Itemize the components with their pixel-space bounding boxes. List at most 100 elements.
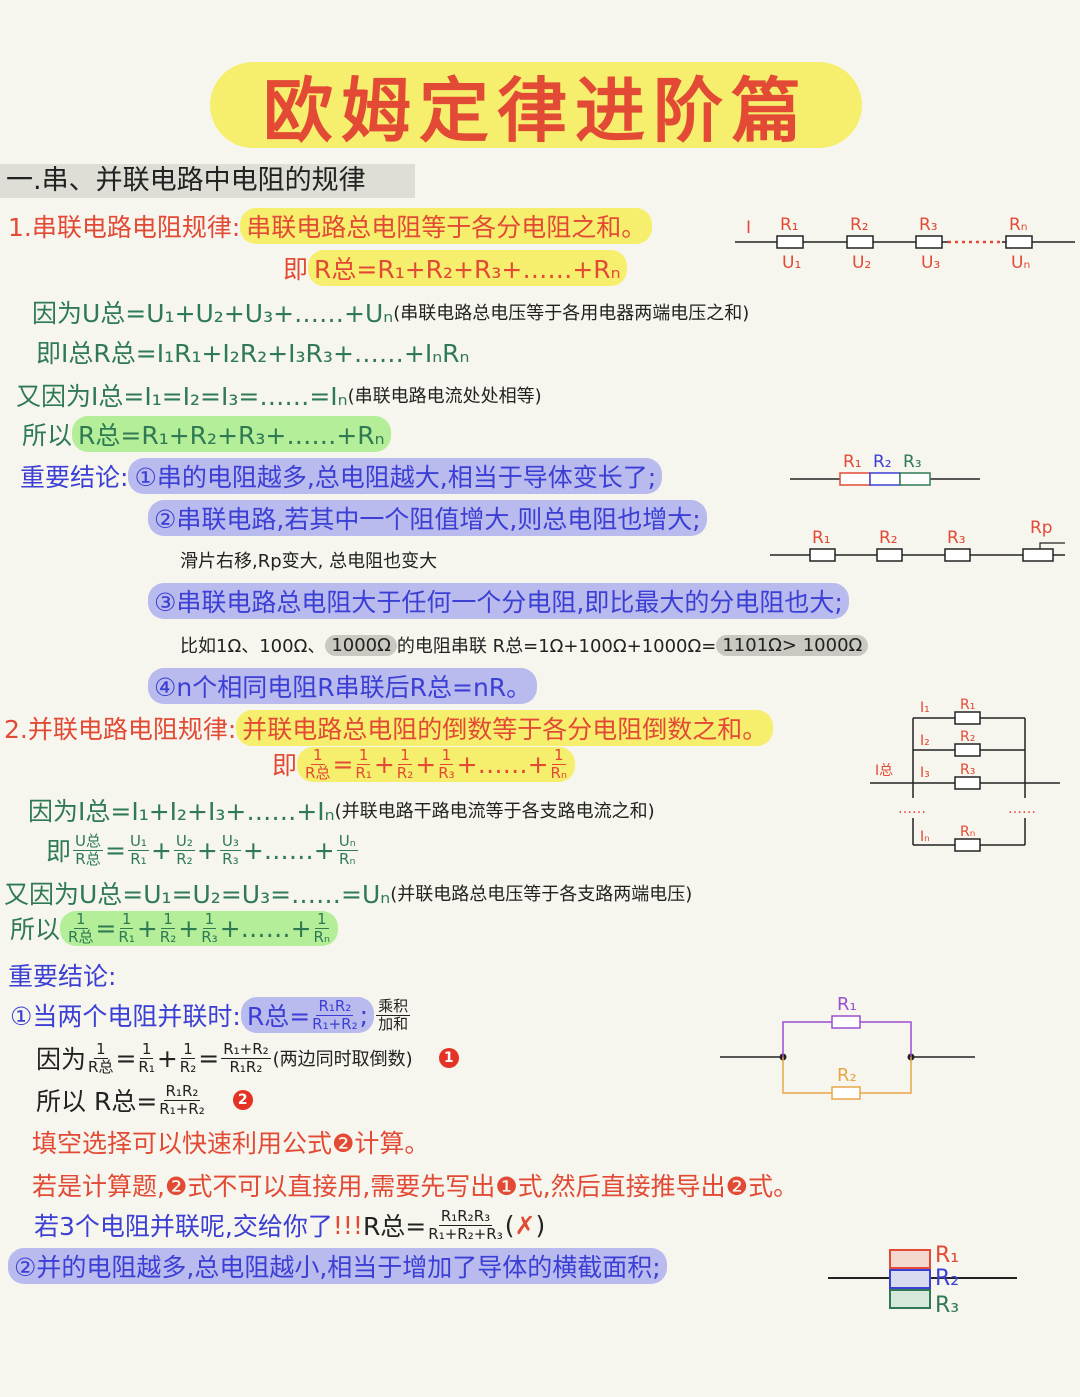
ellipsis: ……	[1008, 801, 1036, 817]
title-highlight: 欧姆定律进阶篇	[210, 62, 862, 152]
denominator: R₁+R₂	[159, 1099, 205, 1118]
formula-text: +	[178, 913, 200, 943]
section-heading: 一.串、并联电路中电阻的规律	[0, 164, 415, 198]
fraction: 乘积加和	[376, 996, 411, 1033]
text-segment: 所以	[10, 915, 61, 944]
note-line: 若是计算题,❷式不可以直接用,需要先写出❶式,然后直接推导出❷式。	[32, 1165, 798, 1205]
highlighted-text: ②并的电阻越多,总电阻越小,相当于增加了导体的横截面积;	[8, 1248, 667, 1284]
text-segment: R总=	[362, 1212, 427, 1241]
cross-section-diagram: R₁ R₂ R₃	[828, 1243, 1017, 1318]
highlighted-text: ③串联电路总电阻大于任何一个分电阻,即比最大的分电阻也大;	[148, 583, 849, 619]
note-line: 填空选择可以快速利用公式❷计算。	[32, 1122, 429, 1162]
text-segment: (	[504, 1210, 515, 1240]
highlighted-text: R总=R₁+R₂+R₃+……+Rₙ	[308, 250, 627, 286]
denominator: R₃	[438, 763, 455, 782]
text-segment: 乘积加和	[374, 996, 412, 1033]
numerator: 1	[119, 909, 134, 929]
text-segment: ✗	[514, 1210, 536, 1240]
highlighted-text: 串联电路总电阻等于各分电阻之和。	[240, 208, 653, 244]
parallel-circuit-diagram: I总 I₁ I₂ I₃ Iₙ R₁ R₂ R₃ Rₙ …… ……	[870, 697, 1060, 852]
formula-text: R总=	[246, 1002, 311, 1031]
resistor-label: R₁	[812, 528, 831, 548]
text-segment: (并联电路总电压等于各支路两端电压)	[390, 884, 693, 905]
text-segment: 比如1Ω、100Ω、	[180, 636, 326, 657]
current-label: I	[746, 218, 751, 238]
page-title: 欧姆定律进阶篇	[263, 69, 809, 152]
denominator: R总	[88, 1057, 114, 1076]
text-segment: 因为	[36, 1045, 87, 1074]
numerator: R₁R₂	[163, 1081, 201, 1101]
formula-text: =	[332, 749, 354, 779]
denominator: R总	[305, 763, 331, 782]
resistor-label: R₁	[935, 1243, 959, 1268]
numerator: 1	[181, 1039, 195, 1059]
denominator: Rₙ	[339, 849, 356, 868]
series-circuit-diagram: I R₁ R₂ R₃ Rₙ U₁ U₂ U₃ Uₙ	[735, 215, 1075, 273]
numerator: U总	[73, 831, 103, 851]
numerator: 1	[73, 909, 88, 929]
voltage-label: U₁	[782, 253, 801, 273]
resistor-label: R₁	[960, 697, 975, 713]
numerator: 1	[161, 909, 175, 929]
note-line: 重要结论:①串的电阻越多,总电阻越大,相当于导体变长了;	[20, 456, 663, 496]
text-segment: 又因为I总=I₁=I₂=I₃=……=Iₙ	[16, 382, 348, 411]
denominator: R₁	[355, 763, 372, 782]
resistor-label: R₂	[850, 215, 869, 235]
numerator: U₃	[219, 831, 241, 851]
two-resistor-parallel-diagram: R₁ R₂	[720, 994, 975, 1100]
formula-text: +	[150, 835, 172, 865]
denominator: 加和	[378, 1014, 409, 1033]
current-label: I₁	[920, 700, 930, 716]
formula-text: =	[105, 835, 126, 865]
denominator: R₂	[179, 1057, 197, 1076]
formula-text: +	[156, 1043, 178, 1073]
formula-text: =	[115, 1043, 137, 1073]
text-segment: 所以	[22, 421, 73, 450]
numerator: 乘积	[376, 996, 411, 1016]
numerator: R₁R₂	[316, 996, 354, 1016]
numerator: 1	[356, 745, 371, 765]
numerator: U₁	[127, 831, 149, 851]
resistor-label: R₃	[903, 452, 922, 472]
highlighted-text: ④n个相同电阻R串联后R总=nR。	[148, 668, 538, 704]
text-segment: )	[535, 1210, 546, 1240]
text-segment: (串联电路总电压等于各用电器两端电压之和)	[393, 303, 750, 324]
note-line: 2.并联电路电阻规律:并联电路总电阻的倒数等于各分电阻倒数之和。	[4, 708, 774, 748]
text-segment: 重要结论:	[8, 962, 117, 991]
text-segment: 的电阻串联 R总=1Ω+100Ω+1000Ω=	[396, 636, 717, 657]
text-segment: 滑片右移,Rp变大, 总电阻也变大	[180, 551, 438, 572]
numerator: 1	[202, 909, 217, 929]
text-segment: ①当两个电阻并联时:	[10, 1002, 241, 1031]
denominator: R₂	[396, 763, 414, 782]
text-segment: 又因为U总=U₁=U₂=U₃=……=Uₙ	[4, 880, 391, 909]
text-segment: 2.并联电路电阻规律:	[4, 715, 237, 744]
text-segment: 重要结论:	[20, 463, 129, 492]
note-line: ④n个相同电阻R串联后R总=nR。	[148, 666, 538, 706]
highlighted-text: 并联电路总电阻的倒数等于各分电阻倒数之和。	[236, 710, 774, 746]
denominator: R₁	[118, 927, 135, 946]
denominator: R总	[68, 927, 94, 946]
text-segment: 即	[272, 751, 298, 780]
resistor-label: R₃	[947, 528, 966, 548]
highlighted-text: ①串的电阻越多,总电阻越大,相当于导体变长了;	[128, 458, 663, 494]
text-segment: 即I总R总=I₁R₁+I₂R₂+I₃R₃+……+IₙRₙ	[36, 339, 470, 368]
text-segment: 即	[283, 255, 309, 284]
resistor-label: R₃	[935, 1293, 959, 1318]
numerator: 1	[439, 745, 454, 765]
note-line: 即I总R总=I₁R₁+I₂R₂+I₃R₃+……+IₙRₙ	[36, 332, 470, 372]
formula-text: +……+	[456, 749, 549, 779]
